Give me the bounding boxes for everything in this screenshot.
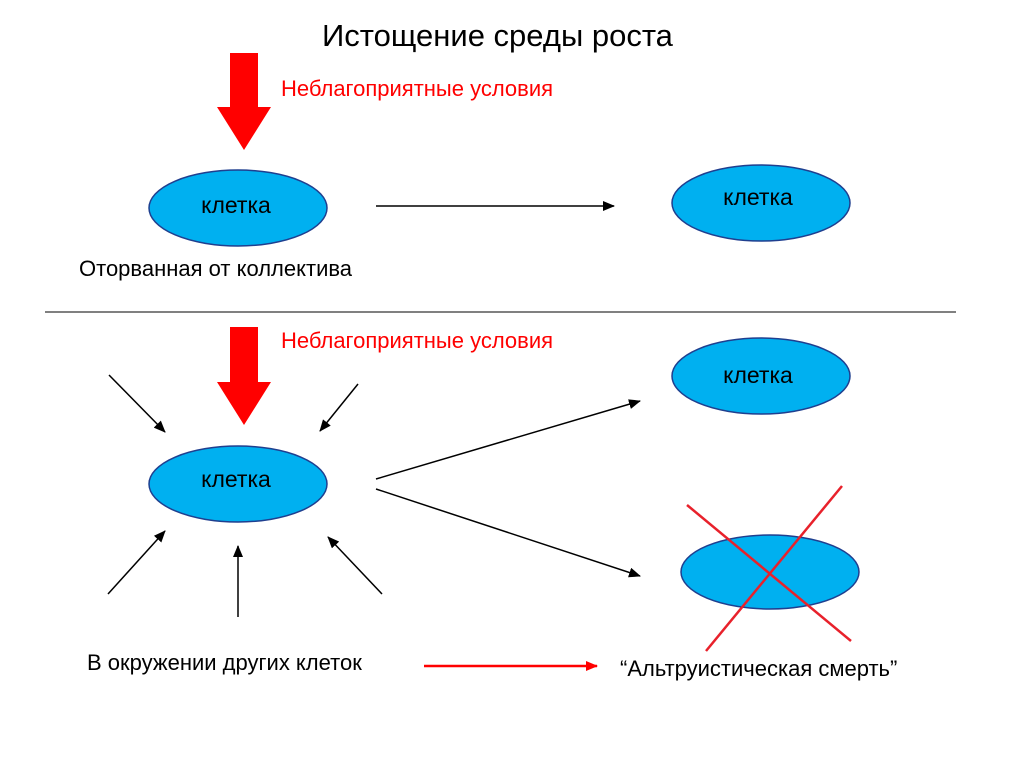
arrow-in-top-left [108,374,166,433]
cell-center-label: клетка [201,466,271,492]
outcome-label: “Альтруистическая смерть” [620,656,898,681]
arrow-in-bottom-right [327,536,383,595]
arrow-in-bottom-left [107,530,166,595]
cell-top-right [671,164,851,242]
condition-arrow-top [217,53,271,150]
caption-surrounded: В окружении других клеток [87,650,362,675]
cell-top-left [148,169,328,247]
page-title: Истощение среды роста [322,18,673,53]
condition-label-top: Неблагоприятные условия [281,76,554,101]
cell-survivor-label: клетка [723,362,793,388]
cell-top-right-label: клетка [723,184,793,210]
arrow-branch-down [375,488,641,578]
cross-line-2 [705,485,843,652]
condition-label-bottom: Неблагоприятные условия [281,328,554,353]
cell-bottom-center [148,445,328,523]
arrow-in-top-right [319,383,359,432]
caption-isolated: Оторванная от коллектива [79,256,353,281]
arrow-branch-up [375,399,641,480]
cell-top-left-label: клетка [201,192,271,218]
condition-arrow-bottom [217,327,271,425]
cell-bottom-survivor [671,337,851,415]
